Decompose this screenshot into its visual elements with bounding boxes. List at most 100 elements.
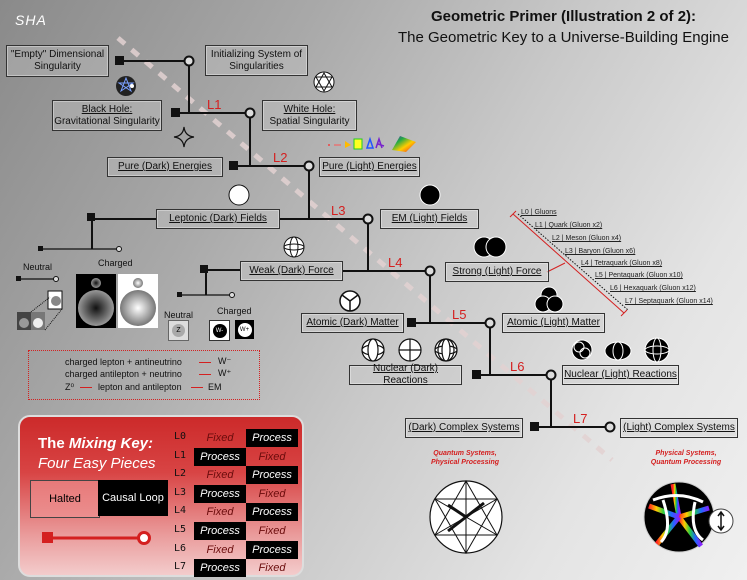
node-black-hole[interactable]: Black Hole: Gravitational Singularity bbox=[52, 100, 162, 131]
mixing-key-cell-fixed: Fixed bbox=[206, 469, 234, 482]
black-hole-icon bbox=[116, 76, 136, 96]
mixing-key-cell-fixed: Fixed bbox=[258, 450, 286, 463]
arrow-icon bbox=[199, 374, 211, 375]
mixing-key-level: L2 bbox=[174, 468, 187, 480]
node-dark-complex-systems[interactable]: (Dark) Complex Systems bbox=[405, 418, 523, 438]
charged-lepton-spheres-icon bbox=[76, 274, 158, 328]
mixing-key-cell-fixed: Fixed bbox=[258, 525, 286, 537]
dark-energy-star-icon bbox=[173, 126, 195, 148]
gluon-list-item: L0 | Gluons bbox=[521, 209, 557, 216]
boson-neutral-label: Neutral bbox=[164, 310, 194, 320]
halted-swatch: Halted bbox=[30, 480, 100, 518]
mixing-key-row: L5 Process Fixed bbox=[170, 522, 300, 540]
mixing-key-subtitle: Four Easy Pieces bbox=[38, 455, 156, 472]
boson-charged-label: Charged bbox=[217, 306, 252, 316]
causal-loop-swatch: Causal Loop bbox=[98, 480, 168, 516]
w-plus-tile: W+ bbox=[235, 320, 254, 339]
mixing-key-cell-process: Process bbox=[246, 503, 298, 522]
light-caption: Physical Systems,Quantum Processing bbox=[650, 450, 722, 466]
node-nuclear-dark-reactions[interactable]: Nuclear (Dark) Reactions bbox=[349, 363, 462, 386]
strong-force-overlap-icon bbox=[473, 236, 507, 258]
node-pure-light-energies[interactable]: Pure (Light) Energies bbox=[319, 157, 420, 177]
reaction-2-left: charged antilepton + neutrino bbox=[65, 369, 182, 379]
mixing-key-row: L6 Fixed Process bbox=[170, 540, 300, 559]
white-hole-icon bbox=[313, 71, 335, 93]
mixing-key-cell-process: Process bbox=[246, 429, 298, 447]
z-boson-icon: Z bbox=[172, 324, 185, 337]
level-label-l7: L7 bbox=[573, 411, 588, 426]
lepton-charged-label: Charged bbox=[98, 258, 133, 268]
node-weak-dark-force[interactable]: Weak (Dark) Force bbox=[240, 261, 343, 281]
mixing-key-cell-fixed: Fixed bbox=[206, 432, 234, 444]
mixing-key-level: L4 bbox=[174, 505, 187, 517]
node-light-complex-systems[interactable]: (Light) Complex Systems bbox=[620, 418, 738, 438]
em-black-circle-icon bbox=[419, 184, 441, 206]
node-nuclear-light-reactions[interactable]: Nuclear (Light) Reactions bbox=[562, 365, 679, 385]
reactions-panel: charged lepton + antineutrino W⁻ charged… bbox=[28, 350, 260, 400]
gluon-list-item: L2 | Meson (Gluon x4) bbox=[552, 235, 622, 242]
dark-caption: Quantum Systems,Physical Processing bbox=[430, 450, 500, 466]
gluon-list-item: L1 | Quark (Gluon x2) bbox=[535, 222, 603, 229]
reaction-1-right: W⁻ bbox=[218, 356, 232, 366]
arrow-icon bbox=[199, 362, 211, 363]
lepton-white-circle-icon bbox=[228, 184, 250, 206]
mixing-key-row: L2 Fixed Process bbox=[170, 466, 300, 485]
gluon-list-item: L3 | Baryon (Gluon x6) bbox=[565, 248, 636, 255]
node-strong-light-force[interactable]: Strong (Light) Force bbox=[445, 262, 549, 282]
reaction-1-left: charged lepton + antineutrino bbox=[65, 357, 182, 367]
lepton-neutral-label: Neutral bbox=[23, 262, 53, 272]
mixing-key-row: L4 Fixed Process bbox=[170, 503, 300, 522]
mixing-key-cell-process: Process bbox=[194, 447, 246, 466]
node-initializing-system[interactable]: Initializing System of Singularities bbox=[205, 45, 308, 76]
mixing-key-cell-fixed: Fixed bbox=[258, 487, 286, 500]
mixing-key-cell-fixed: Fixed bbox=[258, 562, 286, 575]
node-pure-dark-energies[interactable]: Pure (Dark) Energies bbox=[107, 157, 223, 177]
mixing-key-cell-process: Process bbox=[246, 540, 298, 559]
mixing-key-level: L7 bbox=[174, 561, 187, 573]
halt-loop-connector-icon bbox=[42, 531, 151, 545]
neutrino-images-icon bbox=[17, 290, 63, 331]
atomic-light-trefoil-icon bbox=[534, 286, 564, 313]
atomic-dark-y-icon bbox=[339, 290, 361, 312]
level-label-l5: L5 bbox=[452, 307, 467, 322]
gluon-list-item: L4 | Tetraquark (Gluon x8) bbox=[581, 260, 663, 267]
mixing-key-row: L7 Process Fixed bbox=[170, 559, 300, 578]
dark-complex-emblem-icon bbox=[429, 479, 503, 555]
level-label-l2: L2 bbox=[273, 150, 288, 165]
node-atomic-light-matter[interactable]: Atomic (Light) Matter bbox=[502, 313, 605, 333]
node-empty-singularity[interactable]: "Empty" Dimensional Singularity bbox=[6, 45, 109, 77]
node-white-hole[interactable]: White Hole: Spatial Singularity bbox=[262, 100, 357, 131]
mixing-key-level: L1 bbox=[174, 449, 187, 461]
reaction-3-right: EM bbox=[208, 382, 222, 392]
level-label-l4: L4 bbox=[388, 255, 403, 270]
reaction-3-z: Z⁰ bbox=[65, 382, 75, 392]
node-em-light-fields[interactable]: EM (Light) Fields bbox=[380, 209, 479, 229]
mixing-key-cell-process: Process bbox=[194, 559, 246, 578]
mixing-key-cell-fixed: Fixed bbox=[206, 506, 234, 519]
w-minus-icon: W- bbox=[212, 323, 227, 338]
mixing-key-panel: The Mixing Key: Four Easy Pieces Halted … bbox=[18, 415, 304, 578]
mixing-key-level: L5 bbox=[174, 524, 187, 535]
page-title: Geometric Primer (Illustration 2 of 2): bbox=[430, 8, 697, 25]
mixing-key-cell-process: Process bbox=[194, 522, 246, 540]
mixing-key-row: L1 Process Fixed bbox=[170, 447, 300, 466]
mixing-key-cell-fixed: Fixed bbox=[206, 543, 234, 556]
light-spectrum-icons bbox=[328, 136, 416, 152]
arrow-icon bbox=[80, 387, 92, 388]
light-complex-emblem-icon bbox=[643, 481, 734, 553]
nuclear-dark-spheres-icons bbox=[361, 338, 458, 362]
mixing-key-level: L3 bbox=[174, 486, 187, 498]
nuclear-light-spheres-icons bbox=[571, 337, 670, 363]
z-boson-tile: Z bbox=[168, 320, 189, 341]
mixing-key-level: L0 bbox=[174, 431, 187, 442]
author-logo: SHA bbox=[15, 12, 47, 28]
level-label-l1: L1 bbox=[207, 97, 222, 112]
mixing-key-level: L6 bbox=[174, 542, 187, 554]
mixing-key-cell-process: Process bbox=[246, 466, 298, 485]
dark-light-divider bbox=[116, 36, 614, 462]
node-leptonic-dark-fields[interactable]: Leptonic (Dark) Fields bbox=[156, 209, 280, 229]
node-atomic-dark-matter[interactable]: Atomic (Dark) Matter bbox=[301, 313, 404, 333]
level-label-l6: L6 bbox=[510, 359, 525, 374]
